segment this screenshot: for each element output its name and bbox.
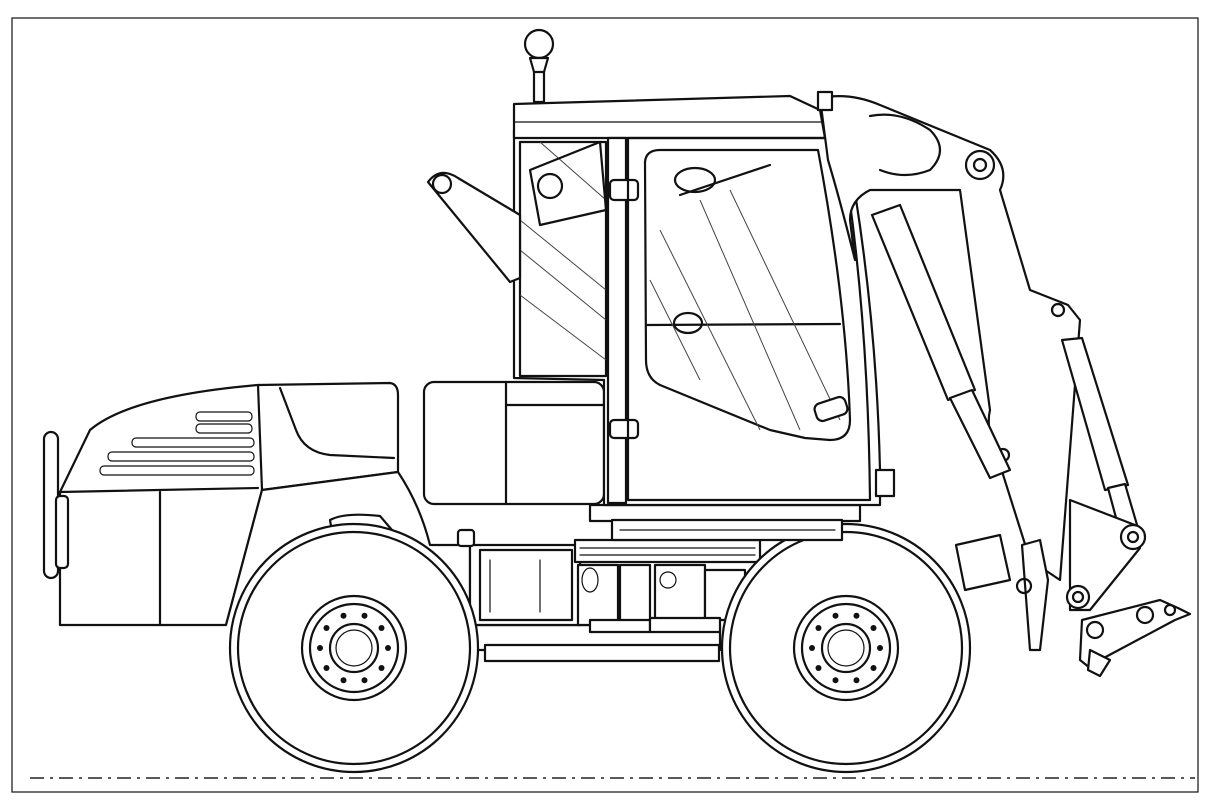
lug-nut [317, 645, 323, 651]
cab [512, 28, 896, 507]
lug-nut [815, 625, 822, 631]
lug-nut [340, 612, 347, 619]
lug-nut [832, 612, 839, 619]
upper-platform [588, 503, 862, 542]
lug-nut [385, 645, 391, 651]
wheel-lug-nuts [317, 612, 883, 684]
lug-nut [815, 665, 822, 671]
front-bumper [42, 430, 70, 580]
side-tank [422, 380, 606, 506]
lug-nut [870, 665, 877, 671]
bucket-linkage [1065, 498, 1192, 678]
lug-nut [323, 665, 330, 671]
front-wheel [720, 522, 972, 774]
lug-nut [870, 625, 877, 631]
lug-nut [877, 645, 883, 651]
lug-nut [378, 665, 385, 671]
engine-hood [58, 381, 400, 627]
rear-lift-arm [426, 171, 522, 284]
lug-nut [853, 612, 860, 619]
lug-nut [378, 625, 385, 631]
lug-nut [323, 625, 330, 631]
boom-cylinder [870, 203, 1012, 480]
rear-wheel [228, 522, 480, 774]
support-plate [954, 533, 1050, 652]
lug-nut [340, 677, 347, 684]
lug-nut [361, 612, 368, 619]
hood-vents [99, 411, 255, 476]
lug-nut [809, 645, 815, 651]
drawing-frame [11, 17, 1199, 793]
lug-nut [853, 677, 860, 684]
beacon-light [523, 28, 555, 104]
lug-nut [832, 677, 839, 684]
lug-nut [361, 677, 368, 684]
